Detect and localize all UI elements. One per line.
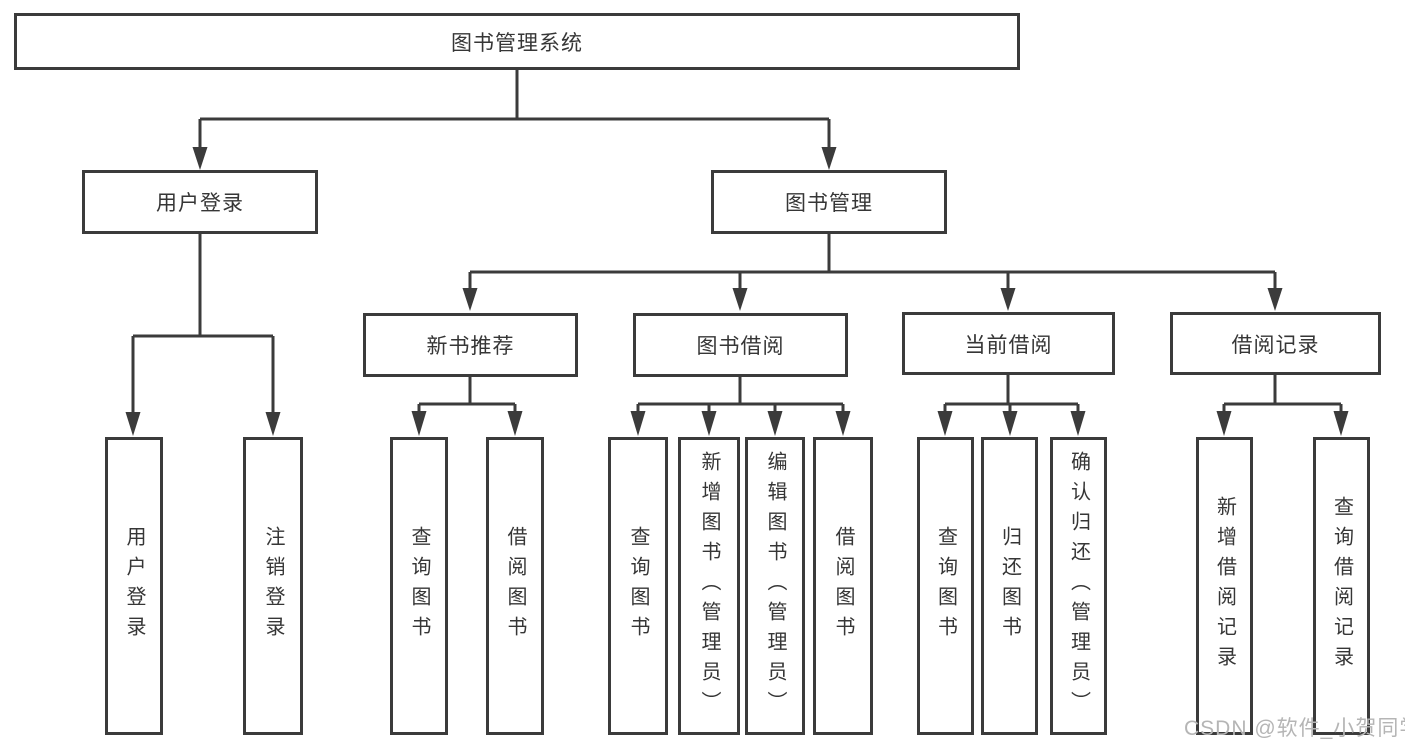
arrow-icon: [125, 412, 141, 436]
arrow-icon: [192, 147, 208, 170]
leaf-current-query-book-label: 查询图书: [934, 526, 957, 646]
leaf-borrow-add-book-admin: 新增图书（管理员）: [678, 437, 740, 735]
node-book-management: 图书管理: [711, 170, 947, 234]
leaf-borrow-borrow-book-label: 借阅图书: [832, 526, 854, 646]
node-book-borrow-label: 图书借阅: [696, 335, 785, 358]
arrow-icon: [701, 411, 717, 436]
leaf-borrow-query-book: 查询图书: [608, 437, 668, 735]
arrow-icon: [507, 411, 523, 436]
leaf-newbooks-query-label: 查询图书: [408, 526, 430, 646]
leaf-current-query-book: 查询图书: [917, 437, 974, 735]
node-user-login: 用户登录: [82, 170, 318, 234]
arrow-icon: [411, 411, 427, 436]
leaf-records-query-label: 查询借阅记录: [1330, 496, 1353, 676]
leaf-borrow-add-book-admin-label: 新增图书（管理员）: [698, 451, 720, 721]
leaf-current-return-book-label: 归还图书: [998, 526, 1021, 646]
leaf-borrow-query-book-label: 查询图书: [627, 526, 649, 646]
node-current-borrow: 当前借阅: [902, 312, 1115, 375]
leaf-logout: 注销登录: [243, 437, 303, 735]
node-borrow-records-label: 借阅记录: [1231, 333, 1320, 357]
leaf-borrow-borrow-book: 借阅图书: [813, 437, 873, 735]
arrow-icon: [462, 288, 478, 311]
leaf-newbooks-borrow: 借阅图书: [486, 437, 544, 735]
node-new-book-recommend-label: 新书推荐: [426, 335, 515, 358]
node-user-login-label: 用户登录: [156, 192, 244, 215]
leaf-records-query: 查询借阅记录: [1313, 437, 1370, 735]
leaf-newbooks-borrow-label: 借阅图书: [504, 526, 526, 646]
csdn-watermark: CSDN @软件_小贺同学: [1184, 717, 1405, 740]
arrow-icon: [732, 288, 748, 311]
arrow-icon: [937, 411, 953, 436]
leaf-records-add-label: 新增借阅记录: [1213, 496, 1236, 676]
node-new-book-recommend: 新书推荐: [363, 313, 578, 377]
node-root-system-label: 图书管理系统: [451, 31, 583, 55]
leaf-user-login-label: 用户登录: [123, 526, 145, 646]
arrow-icon: [1070, 411, 1086, 436]
leaf-logout-label: 注销登录: [262, 526, 284, 646]
arrow-icon: [1000, 288, 1016, 311]
arrow-icon: [767, 411, 783, 436]
arrow-icon: [1002, 411, 1018, 436]
arrow-icon: [821, 147, 837, 170]
node-book-management-label: 图书管理: [785, 192, 873, 215]
arrow-icon: [1267, 288, 1283, 311]
node-current-borrow-label: 当前借阅: [964, 333, 1053, 357]
leaf-borrow-edit-book-admin-label: 编辑图书（管理员）: [764, 451, 786, 721]
node-borrow-records: 借阅记录: [1170, 312, 1381, 375]
leaf-user-login: 用户登录: [105, 437, 163, 735]
arrow-icon: [1216, 411, 1232, 436]
leaf-current-confirm-return-admin: 确认归还（管理员）: [1050, 437, 1107, 735]
leaf-records-add: 新增借阅记录: [1196, 437, 1253, 735]
arrow-icon: [835, 411, 851, 436]
arrow-icon: [630, 411, 646, 436]
leaf-borrow-edit-book-admin: 编辑图书（管理员）: [745, 437, 805, 735]
arrow-icon: [1333, 411, 1349, 436]
node-book-borrow: 图书借阅: [633, 313, 848, 377]
leaf-current-confirm-return-admin-label: 确认归还（管理员）: [1067, 451, 1090, 721]
leaf-current-return-book: 归还图书: [981, 437, 1038, 735]
node-root-system: 图书管理系统: [14, 13, 1020, 70]
leaf-newbooks-query: 查询图书: [390, 437, 448, 735]
arrow-icon: [265, 412, 281, 436]
